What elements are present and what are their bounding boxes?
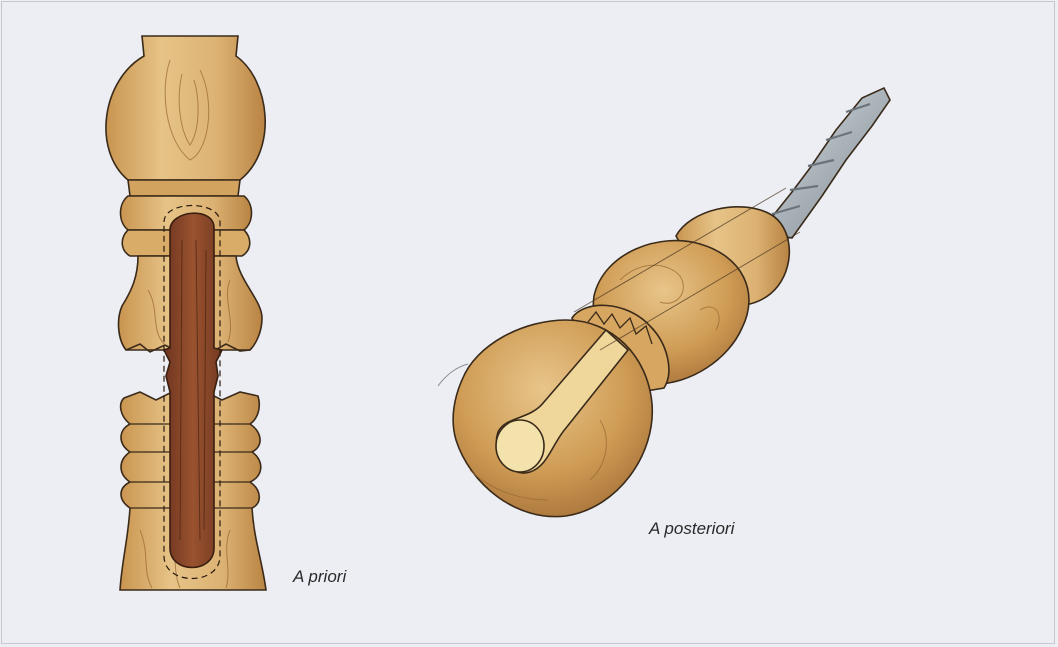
spindle-top-bulb — [106, 36, 265, 180]
bore-opening — [496, 420, 544, 472]
turned-spindle-with-dowel-icon — [106, 36, 266, 590]
dowel-rod — [164, 213, 222, 567]
spindle-neck-upper — [128, 180, 240, 196]
handle-with-screw-icon — [453, 88, 890, 517]
screw-icon — [760, 88, 890, 238]
caption-a-priori: A priori — [293, 567, 346, 587]
caption-a-posteriori: A posteriori — [649, 519, 734, 539]
